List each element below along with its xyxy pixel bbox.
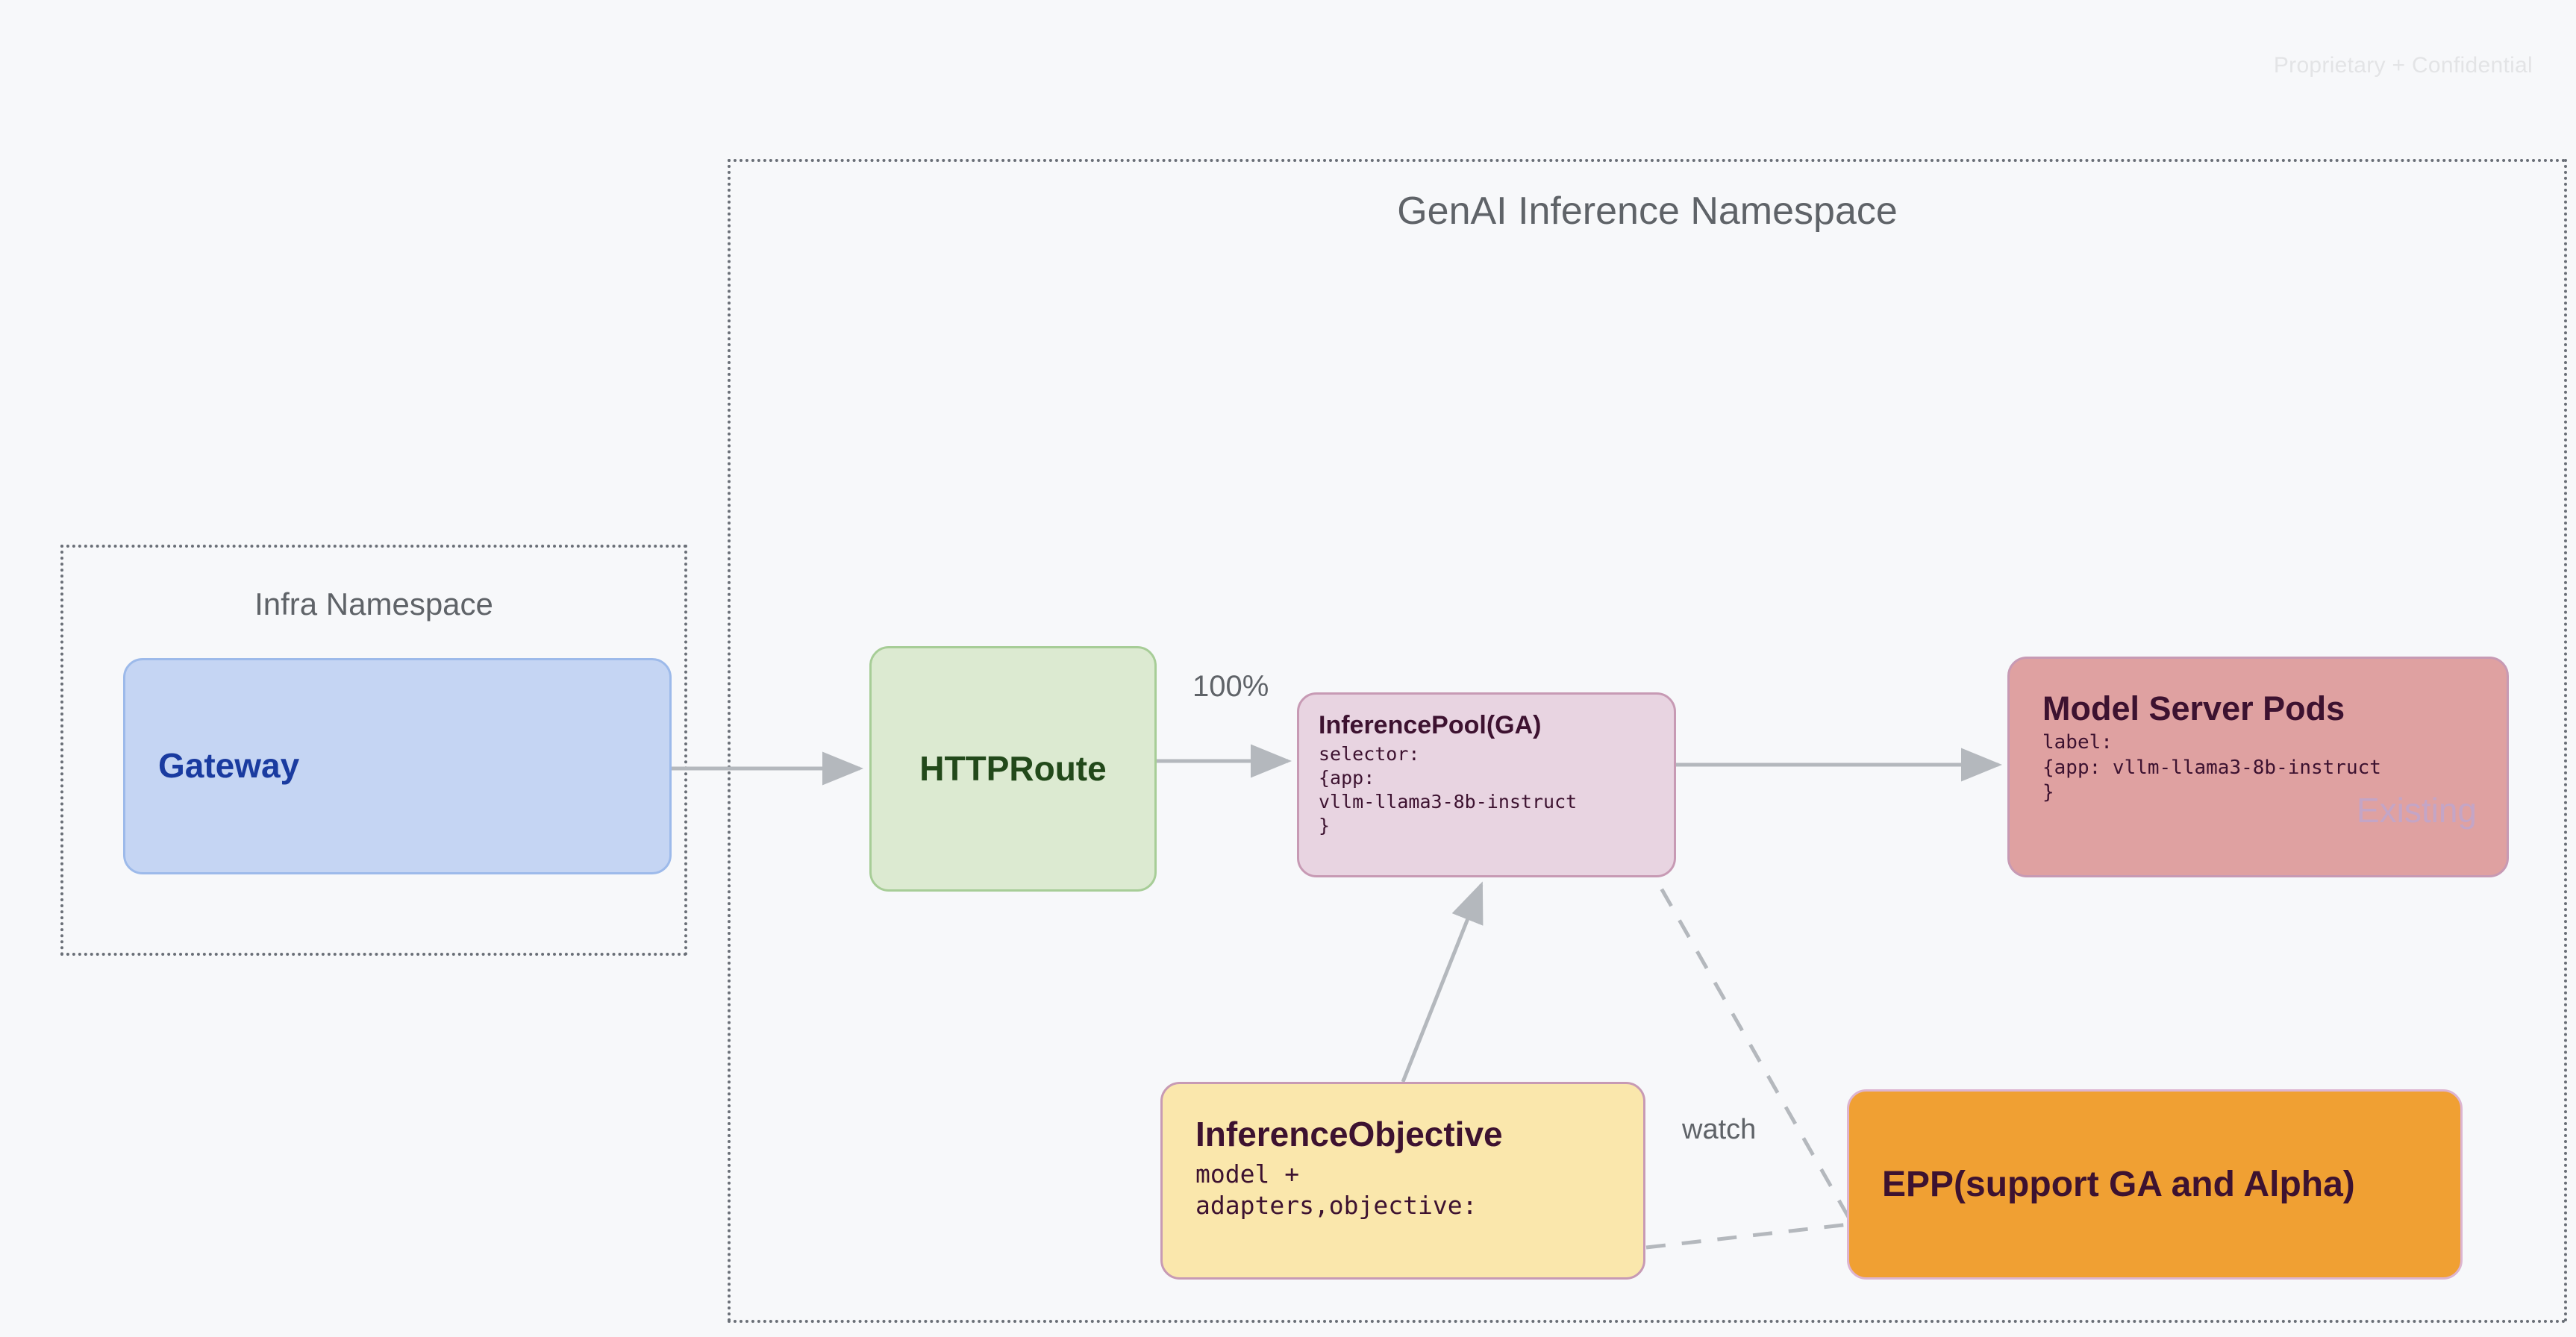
node-inferencepool-body: selector: {app: vllm-llama3-8b-instruct … <box>1319 743 1578 837</box>
namespace-infra: Infra Namespace <box>60 545 687 956</box>
node-inferencepool-title: InferencePool(GA) <box>1319 711 1542 739</box>
node-model-server-pods-body: label: {app: vllm-llama3-8b-instruct } <box>2042 731 2381 804</box>
node-inferencepool[interactable]: InferencePool(GA) selector: {app: vllm-l… <box>1297 692 1676 877</box>
node-inferenceobjective-title: InferenceObjective <box>1195 1115 1503 1153</box>
edge-label-traffic-weight: 100% <box>1192 670 1269 703</box>
node-gateway[interactable]: Gateway <box>123 658 672 874</box>
node-inferenceobjective-body: model + adapters,objective: <box>1195 1159 1478 1220</box>
edge-label-watch: watch <box>1682 1114 1757 1145</box>
namespace-genai-title: GenAI Inference Namespace <box>1397 190 1898 233</box>
node-httproute[interactable]: HTTPRoute <box>869 646 1157 892</box>
namespace-infra-title: Infra Namespace <box>254 586 493 621</box>
node-model-server-pods-title: Model Server Pods <box>2042 689 2345 727</box>
node-epp-title: EPP(support GA and Alpha) <box>1882 1164 2355 1204</box>
node-epp[interactable]: EPP(support GA and Alpha) <box>1847 1089 2463 1280</box>
node-gateway-title: Gateway <box>158 746 300 786</box>
watermark-label: Proprietary + Confidential <box>2273 53 2533 78</box>
node-model-server-pods[interactable]: Model Server Pods label: {app: vllm-llam… <box>2007 657 2509 877</box>
node-model-server-pods-existing-badge: Existing <box>2356 791 2477 830</box>
node-httproute-title: HTTPRoute <box>919 748 1107 788</box>
namespace-genai-inference: GenAI Inference Namespace <box>728 159 2567 1323</box>
node-inferenceobjective[interactable]: InferenceObjective model + adapters,obje… <box>1160 1082 1645 1280</box>
